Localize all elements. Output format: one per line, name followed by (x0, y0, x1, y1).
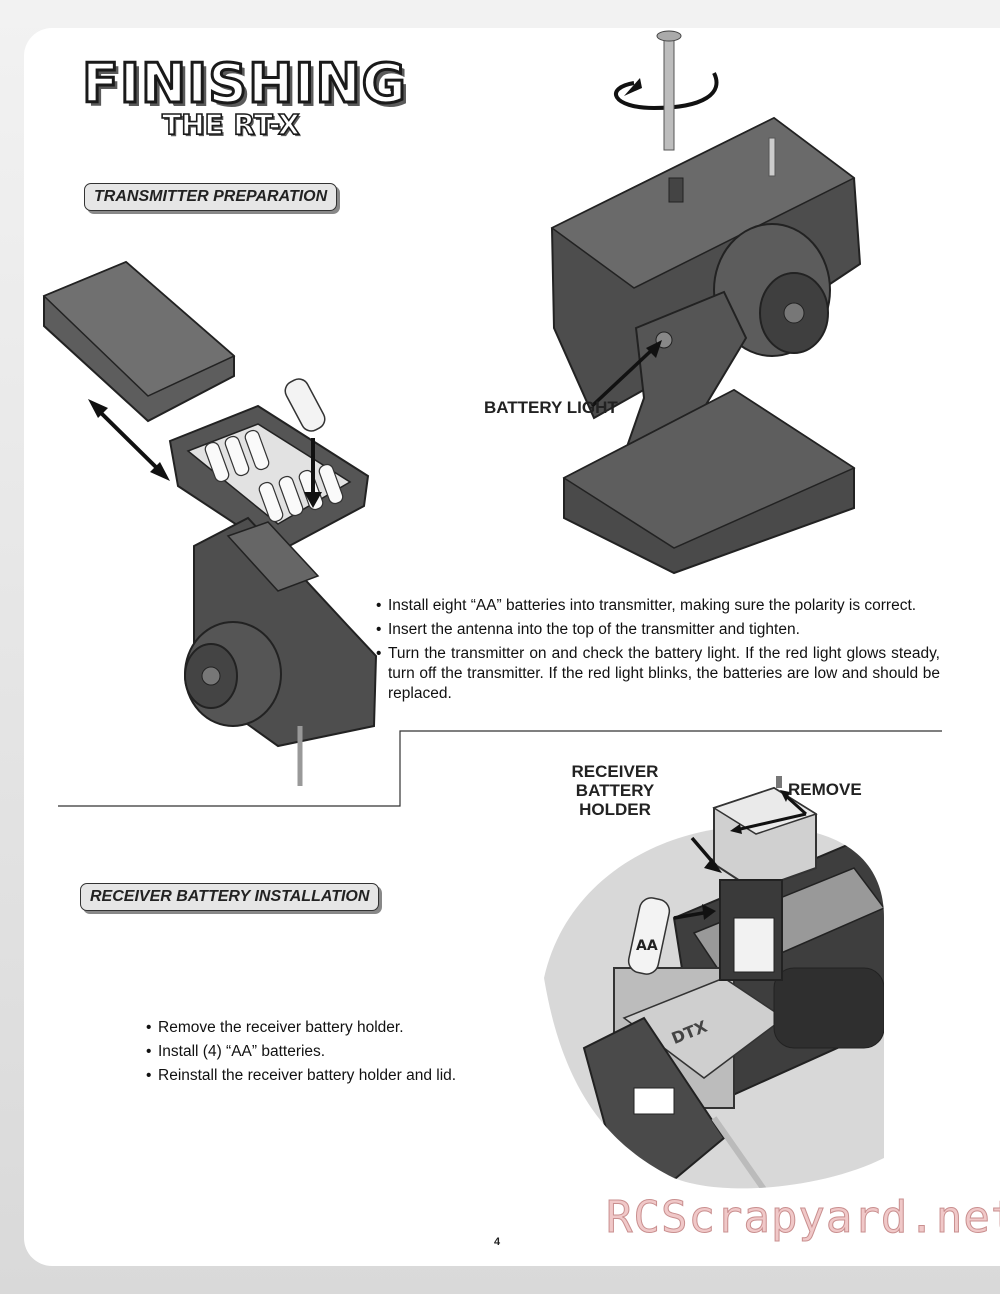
instruction-item: Turn the transmitter on and check the ba… (376, 644, 940, 704)
page-number: 4 (494, 1236, 501, 1248)
manual-page: FINISHING THE RT-X TRANSMITTER PREPARATI… (24, 28, 1000, 1266)
remove-callout: REMOVE (788, 780, 862, 799)
receiver-battery-holder-callout: RECEIVER BATTERY HOLDER (571, 762, 659, 819)
page-subtitle: THE RT-X (161, 107, 300, 142)
watermark-text: RCScrapyard.net (605, 1192, 1000, 1244)
aa-battery-label: AA (636, 938, 658, 954)
instruction-item: Reinstall the receiver battery holder an… (146, 1066, 506, 1086)
transmitter-instructions: Install eight “AA” batteries into transm… (376, 596, 940, 708)
section-divider (58, 730, 942, 807)
section-heading-receiver: RECEIVER BATTERY INSTALLATION (80, 883, 380, 911)
instruction-item: Install (4) “AA” batteries. (146, 1042, 506, 1062)
section-heading-transmitter: TRANSMITTER PREPARATION (84, 183, 338, 211)
instruction-item: Insert the antenna into the top of the t… (376, 620, 940, 640)
instruction-item: Remove the receiver battery holder. (146, 1018, 506, 1038)
battery-light-callout: BATTERY LIGHT (484, 398, 618, 417)
receiver-instructions: Remove the receiver battery holder. Inst… (146, 1018, 506, 1090)
transmitter-front-illustration (550, 30, 862, 575)
page-title: FINISHING (81, 51, 408, 117)
transmitter-battery-illustration (42, 260, 378, 786)
receiver-chassis-illustration: DTX AA (544, 776, 884, 1189)
instruction-item: Install eight “AA” batteries into transm… (376, 596, 940, 616)
